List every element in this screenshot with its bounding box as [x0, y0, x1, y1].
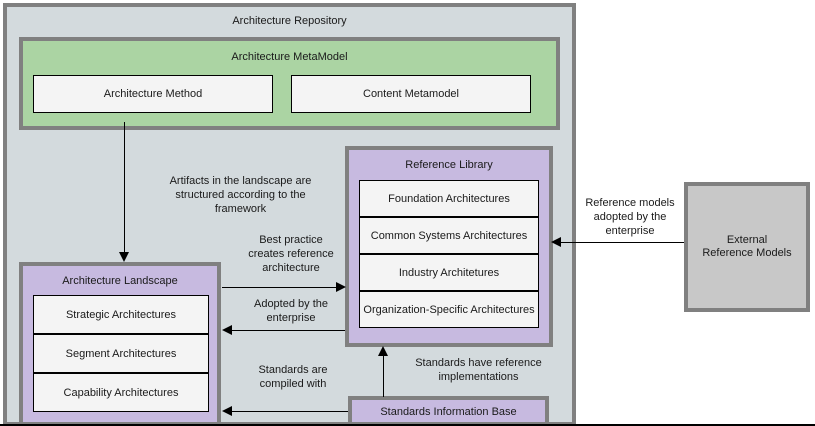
organization-specific-architectures-cell[interactable]: Organization-Specific Architectures [359, 291, 539, 328]
connector-landscape-to-library-arrowhead [336, 282, 346, 292]
connector-standards-to-library-line [383, 355, 384, 397]
annotation-best-practice: Best practice creates reference architec… [248, 234, 334, 274]
reference-library-title: Reference Library [405, 159, 493, 171]
common-systems-architectures-cell[interactable]: Common Systems Architectures [359, 217, 539, 254]
foundation-architectures-label: Foundation Architectures [388, 192, 510, 205]
architecture-repository-title: Architecture Repository [232, 15, 347, 27]
connector-library-to-landscape-arrowhead [222, 325, 232, 335]
connector-landscape-to-library-line [222, 287, 340, 288]
external-reference-models-title: External Reference Models [702, 234, 792, 259]
connector-method-to-landscape-line [124, 122, 125, 254]
segment-architectures-label: Segment Architectures [65, 347, 177, 360]
strategic-architectures-cell[interactable]: Strategic Architectures [33, 295, 209, 334]
capability-architectures-cell[interactable]: Capability Architectures [33, 373, 209, 412]
annotation-standards-compiled-with: Standards are compiled with [258, 364, 328, 390]
foundation-architectures-cell[interactable]: Foundation Architectures [359, 180, 539, 217]
segment-architectures-cell[interactable]: Segment Architectures [33, 334, 209, 373]
connector-external-to-library-arrowhead [551, 237, 561, 247]
annotation-adopted-by-enterprise: Adopted by the enterprise [253, 298, 328, 324]
content-metamodel-label: Content Metamodel [363, 88, 459, 100]
standards-information-base-container: Standards Information Base [348, 396, 549, 424]
architecture-method-label: Architecture Method [103, 88, 203, 100]
standards-information-base-title: Standards Information Base [380, 406, 517, 418]
connector-standards-to-library-arrowhead [378, 346, 388, 356]
architecture-metamodel-title: Architecture MetaModel [231, 51, 348, 63]
organization-specific-architectures-label: Organization-Specific Architectures [363, 303, 535, 316]
connector-method-to-landscape-arrowhead [119, 252, 129, 262]
annotation-artifacts-structured: Artifacts in the landscape are structure… [169, 175, 312, 215]
content-metamodel-cell[interactable]: Content Metamodel [291, 75, 531, 113]
annotation-reference-models-adopted: Reference models adopted by the enterpri… [585, 197, 675, 237]
strategic-architectures-label: Strategic Architectures [65, 308, 177, 321]
industry-architectures-cell[interactable]: Industry Architetures [359, 254, 539, 291]
connector-standards-to-landscape-line [228, 411, 348, 412]
connector-external-to-library-line [560, 242, 684, 243]
connector-standards-to-landscape-arrowhead [222, 406, 232, 416]
annotation-standards-reference-implementations: Standards have reference implementations [415, 357, 542, 383]
architecture-landscape-title: Architecture Landscape [62, 275, 178, 287]
industry-architectures-label: Industry Architetures [398, 266, 500, 279]
capability-architectures-label: Capability Architectures [63, 386, 179, 399]
external-reference-models-container: External Reference Models [684, 182, 810, 312]
common-systems-architectures-label: Common Systems Architectures [370, 229, 528, 242]
connector-library-to-landscape-line [228, 330, 345, 331]
architecture-method-cell[interactable]: Architecture Method [33, 75, 273, 113]
